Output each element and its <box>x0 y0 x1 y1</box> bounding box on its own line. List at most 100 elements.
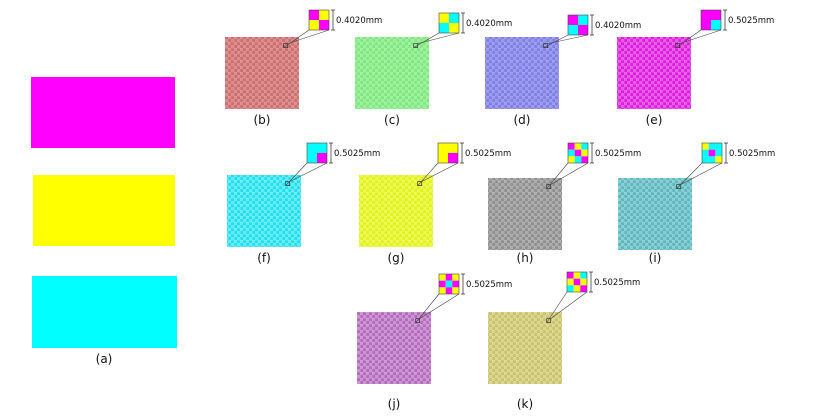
zoom-border-c <box>438 12 460 34</box>
yellow-swatch <box>33 175 175 246</box>
zoom-cell-g-1-1 <box>448 153 458 163</box>
zoom-marker-j <box>415 318 421 323</box>
leader-b-e <box>679 29 722 44</box>
leader-a-g <box>417 162 439 186</box>
zoom-cell-j-1-2 <box>452 280 459 288</box>
zoom-cell-h-2-0 <box>568 156 575 163</box>
zoom-border-g <box>437 142 459 164</box>
zoom-cell-d-1-0 <box>568 25 578 35</box>
zoom-cell-j-2-1 <box>445 287 453 294</box>
zoom-cell-k-2-2 <box>580 285 587 292</box>
zoom-cell-d-0-0 <box>568 15 578 25</box>
zoom-cell-k-1-1 <box>573 278 581 286</box>
dimension-label-j: 0.5025mm <box>466 280 512 290</box>
zoom-cell-h-1-2 <box>581 149 588 157</box>
leader-b-b <box>287 29 330 44</box>
zoom-cell-j-0-2 <box>452 274 459 281</box>
zoom-cell-b-1-1 <box>319 20 329 30</box>
zoom-cell-k-1-2 <box>580 278 587 286</box>
zoom-cell-j-0-1 <box>445 274 453 281</box>
leader-b-g <box>421 162 459 182</box>
dimension-label-h: 0.5025mm <box>595 149 641 159</box>
zoom-cell-k-1-0 <box>567 278 574 286</box>
caption-h: (h) <box>517 251 534 265</box>
zoom-cell-k-2-0 <box>567 285 574 292</box>
zoom-cell-h-0-0 <box>568 143 575 150</box>
zoom-cell-c-1-1 <box>449 23 459 33</box>
dimension-label-f: 0.5025mm <box>334 149 380 159</box>
zoom-cell-f-1-1 <box>317 153 327 163</box>
zoom-cell-d-1-1 <box>578 25 588 35</box>
leader-b-k <box>550 291 588 319</box>
zoom-cell-f-0-1 <box>317 143 327 153</box>
panel-d <box>485 37 559 109</box>
zoom-cell-i-0-0 <box>702 143 709 150</box>
leader-a-d <box>543 34 569 48</box>
caption-f: (f) <box>257 251 271 265</box>
caption-d: (d) <box>514 113 531 127</box>
magenta-swatch <box>31 77 175 148</box>
zoom-cell-k-0-2 <box>580 272 587 279</box>
dimension-label-g: 0.5025mm <box>465 149 511 159</box>
caption-c: (c) <box>384 113 400 127</box>
zoom-marker-k <box>546 318 552 323</box>
zoom-cell-b-0-0 <box>309 10 319 20</box>
caption-a: (a) <box>95 352 113 366</box>
zoom-cell-i-2-1 <box>708 156 716 163</box>
zoom-cell-h-2-2 <box>581 156 588 163</box>
zoom-cell-h-1-0 <box>568 149 575 157</box>
caption-b: (b) <box>254 113 271 127</box>
zoom-border-f <box>306 142 328 164</box>
leader-b-f <box>289 162 328 182</box>
zoom-border-j <box>438 273 460 295</box>
panel-e <box>617 37 691 109</box>
zoom-cell-b-1-0 <box>309 20 319 30</box>
zoom-cell-i-0-1 <box>708 143 716 150</box>
zoom-cell-j-2-2 <box>452 287 459 294</box>
leader-a-e <box>675 29 702 48</box>
panel-i <box>618 178 692 250</box>
zoom-cell-j-2-0 <box>439 287 446 294</box>
leader-a-k <box>546 291 568 323</box>
zoom-cell-i-1-2 <box>715 149 722 157</box>
zoom-marker-b <box>283 43 289 48</box>
leader-b-i <box>680 162 723 185</box>
leader-a-f <box>285 162 308 186</box>
zoom-cell-j-0-0 <box>439 274 446 281</box>
leader-b-h <box>550 162 589 185</box>
zoom-cell-k-0-1 <box>573 272 581 279</box>
leader-b-d <box>547 34 589 44</box>
zoom-marker-f <box>285 181 291 186</box>
zoom-cell-c-0-0 <box>439 13 449 23</box>
panel-g <box>359 175 433 247</box>
zoom-cell-h-0-1 <box>574 143 582 150</box>
zoom-cell-e-1-1 <box>711 20 721 30</box>
zoom-marker-g <box>417 181 423 186</box>
zoom-cell-e-0-0 <box>701 10 711 20</box>
zoom-cell-b-0-1 <box>319 10 329 20</box>
zoom-cell-h-1-1 <box>574 149 582 157</box>
zoom-marker-e <box>675 43 681 48</box>
panel-k <box>488 312 562 384</box>
zoom-marker-h <box>546 184 552 189</box>
zoom-cell-c-0-1 <box>449 13 459 23</box>
leader-a-b <box>283 29 310 48</box>
leader-a-c <box>413 32 440 48</box>
zoom-cell-i-2-0 <box>702 156 709 163</box>
caption-j: (j) <box>388 397 401 411</box>
cyan-swatch <box>32 276 177 348</box>
zoom-cell-g-0-1 <box>448 143 458 153</box>
panel-b <box>225 37 299 109</box>
zoom-cell-e-0-1 <box>711 10 721 20</box>
dimension-label-i: 0.5025mm <box>729 149 775 159</box>
zoom-marker-i <box>676 184 682 189</box>
zoom-border-b <box>308 9 330 31</box>
zoom-cell-f-1-0 <box>307 153 317 163</box>
leader-a-h <box>546 162 569 189</box>
zoom-cell-i-1-1 <box>708 149 716 157</box>
zoom-cell-c-1-0 <box>439 23 449 33</box>
zoom-border-k <box>566 271 588 293</box>
zoom-border-d <box>567 14 589 36</box>
leader-b-j <box>419 293 460 319</box>
